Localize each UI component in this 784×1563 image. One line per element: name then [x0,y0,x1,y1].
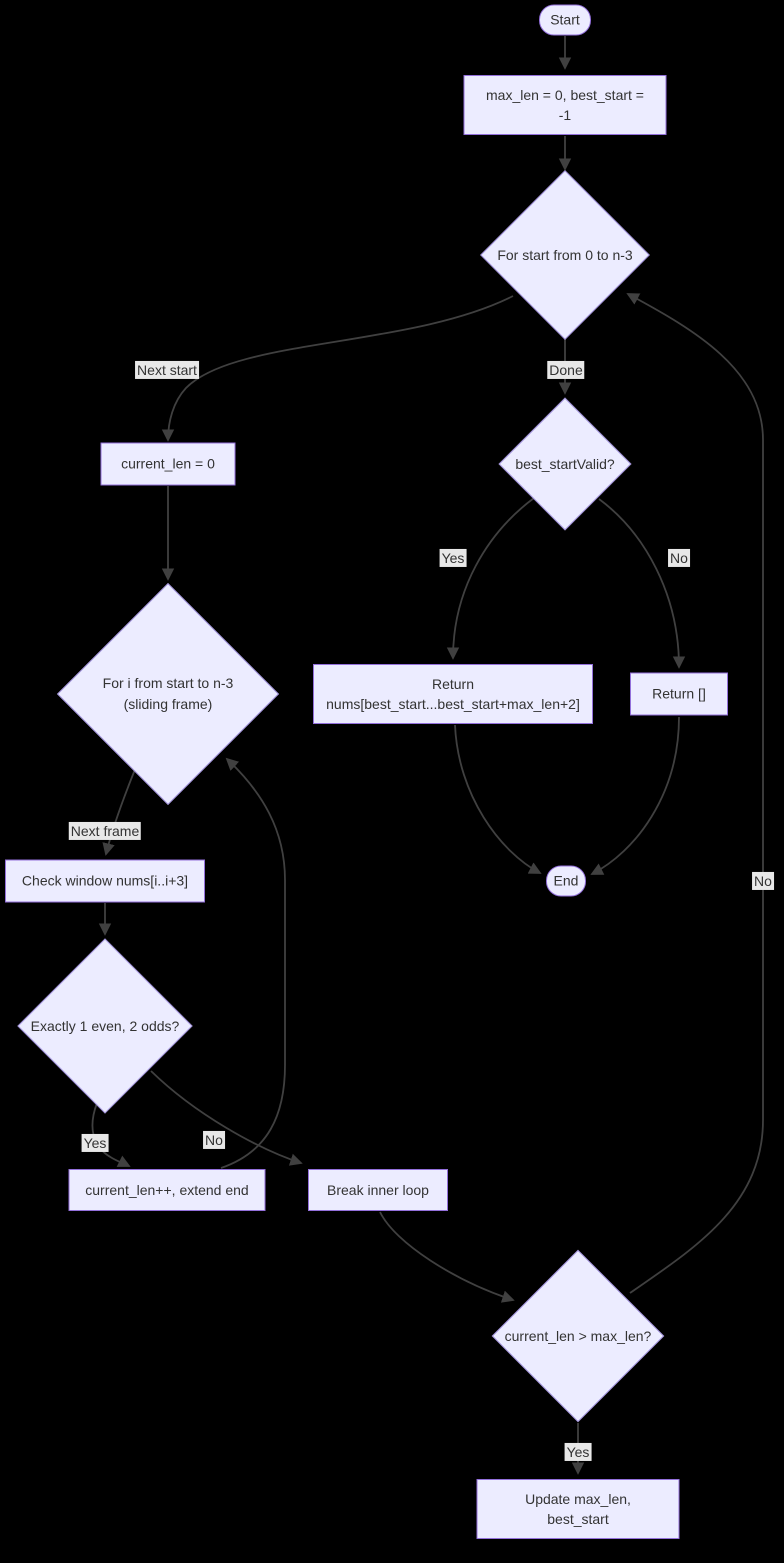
edge-label-yes-window: Yes [81,1133,109,1153]
node-start: Start [539,4,591,36]
node-compare-max-len-label: current_len > max_len? [504,1327,652,1344]
node-for-start-loop-label: For start from 0 to n-3 [497,246,633,263]
edge-compare-forstart-loop [626,293,764,1294]
edge-label-next-frame: Next frame [68,821,142,841]
edge-bestvalid-returnempty [598,498,686,669]
node-break-inner-loop: Break inner loop [308,1169,448,1211]
node-return-empty: Return [] [630,672,728,716]
node-return-nums: Return nums[best_start...best_start+max_… [313,664,593,724]
node-best-start-valid: best_startValid? [498,397,632,531]
edge-label-next-start: Next start [135,360,199,380]
node-compare-max-len: current_len > max_len? [491,1249,665,1423]
node-for-i-loop: For i from start to n-3 (sliding frame) [56,582,280,806]
edge-bestvalid-returnnums [446,497,535,660]
node-best-start-valid-label: best_startValid? [515,455,615,472]
edge-label-no-compare-loop: No [752,871,774,891]
node-for-start-loop: For start from 0 to n-3 [480,170,650,340]
edge-windowtest-extend [91,1102,131,1167]
edge-returnnums-end [454,724,542,874]
node-check-window: Check window nums[i..i+3] [5,859,205,903]
edge-break-compare [379,1211,515,1303]
edge-returnempty-end [590,716,680,875]
node-for-i-loop-label: For i from start to n-3 (sliding frame) [102,675,234,712]
edge-label-no-valid: No [668,548,690,568]
node-end: End [546,865,586,897]
edge-label-done: Done [547,360,585,380]
edge-windowtest-break [150,1070,303,1166]
edge-label-yes-valid: Yes [439,548,467,568]
node-current-len-reset: current_len = 0 [100,442,236,486]
node-init-variables: max_len = 0, best_start = -1 [463,75,667,135]
edge-fori-checkwindow [102,766,137,856]
node-update-max-len: Update max_len, best_start [476,1479,680,1539]
node-window-test-label: Exactly 1 even, 2 odds? [30,1017,180,1034]
edge-label-no-window: No [203,1130,225,1150]
node-window-test: Exactly 1 even, 2 odds? [17,938,193,1114]
node-extend-window: current_len++, extend end [68,1169,266,1211]
edge-extend-fori-loop [220,757,286,1169]
edge-label-yes-compare: Yes [564,1442,592,1462]
edge-forstart-currentlen [161,295,514,442]
